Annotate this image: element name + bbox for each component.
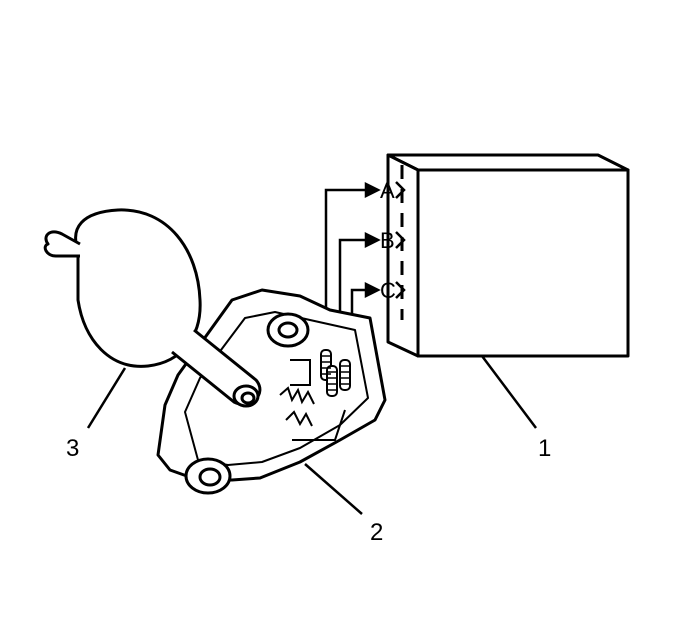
leader-3 <box>86 367 127 429</box>
bulb-nozzle <box>43 230 81 258</box>
pin-label-a: A <box>380 178 395 203</box>
pin-c-chevron <box>395 281 406 299</box>
internal-trace <box>292 409 346 441</box>
pin-b-chevron <box>395 231 406 249</box>
module-box <box>386 153 630 358</box>
wire-b-arrow <box>364 231 381 249</box>
upper-mount-hole <box>277 321 299 339</box>
leader-1 <box>481 355 537 429</box>
spring-contact-c <box>339 359 351 391</box>
sensor-housing <box>156 288 387 495</box>
wiper-element <box>285 410 313 427</box>
wire-a-arrow <box>364 181 381 199</box>
lower-mount-hole <box>198 467 222 487</box>
spring-contact-b <box>326 365 338 397</box>
module-front-face <box>416 168 630 358</box>
leader-lines <box>86 355 537 515</box>
resistive-element <box>279 386 315 405</box>
callout-1: 1 <box>538 435 551 462</box>
pin-label-c: C <box>380 278 396 303</box>
spring-contacts <box>320 349 351 397</box>
bulb-body <box>74 208 202 368</box>
sensor-internals <box>279 359 346 441</box>
internal-bracket <box>290 359 311 386</box>
pin-a-chevron <box>395 181 406 199</box>
spring-coils <box>321 355 350 391</box>
pin-label-b: B <box>380 228 395 253</box>
callout-3: 3 <box>66 435 79 462</box>
wire-c-arrow <box>364 281 381 299</box>
wire-a <box>324 188 374 345</box>
module-top-face <box>386 153 630 172</box>
tube-opening <box>240 391 256 405</box>
vacuum-bulb <box>43 208 262 408</box>
callout-2: 2 <box>370 519 383 546</box>
leader-2 <box>304 463 363 515</box>
pin-chevrons <box>395 181 406 299</box>
